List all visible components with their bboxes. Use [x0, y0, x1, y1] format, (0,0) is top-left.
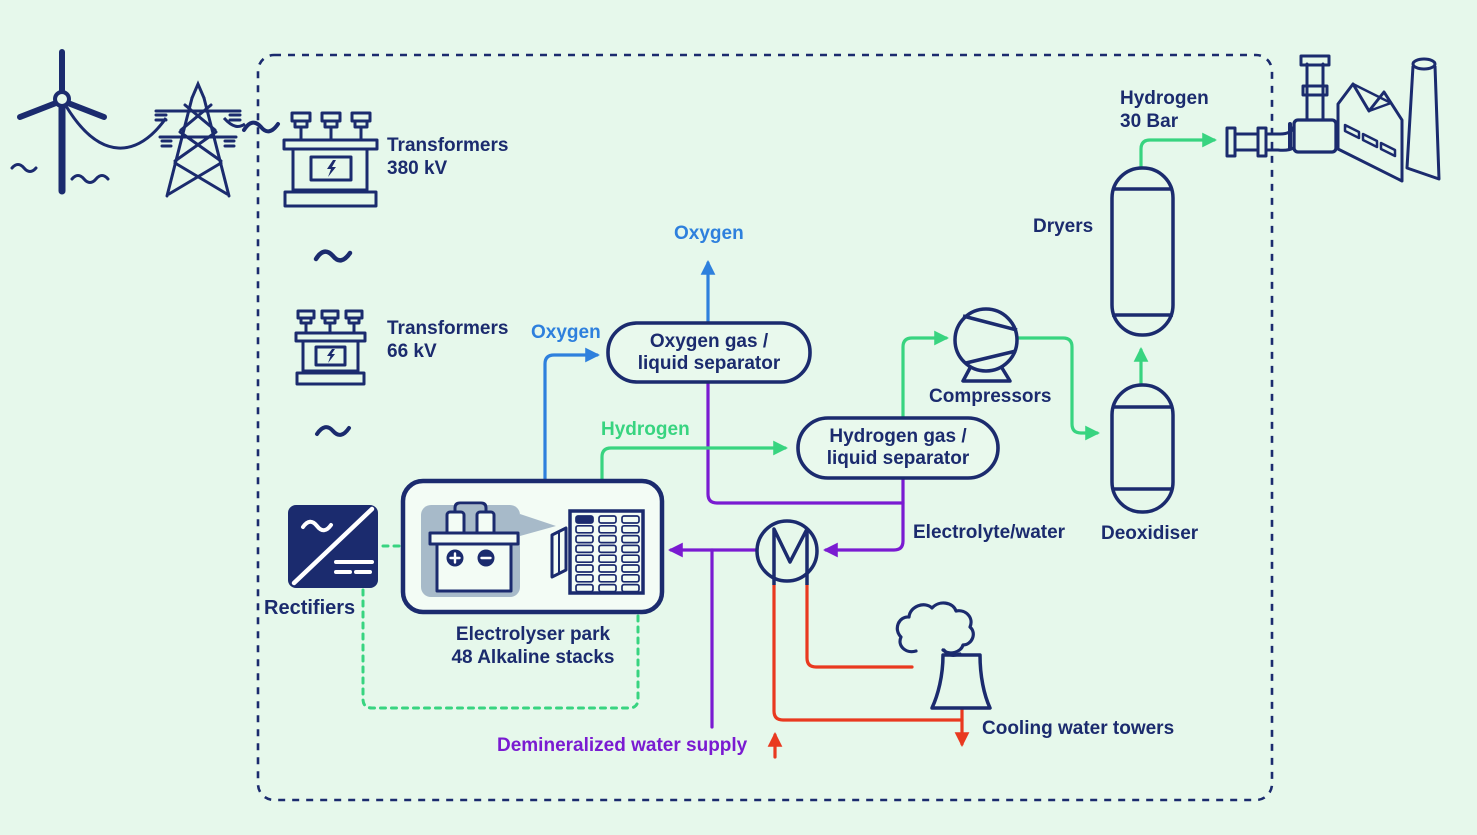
rectifier-icon — [288, 505, 378, 588]
dryers-to-pipeline-line — [1139, 132, 1217, 171]
wind-turbine-icon — [10, 49, 110, 195]
deoxidiser-vessel-icon — [1110, 383, 1175, 514]
oxygen-separator-label: Oxygen gas /liquid separator — [637, 330, 781, 374]
factory-icon — [1336, 57, 1441, 183]
cooling-hot-line — [805, 583, 914, 669]
power-cable-2 — [222, 116, 246, 128]
cooling-towers-label: Cooling water towers — [982, 718, 1175, 739]
rectifiers-label: Rectifiers — [264, 597, 356, 619]
ac-symbol-1 — [242, 120, 280, 134]
plant-boundary — [256, 53, 1274, 802]
heat-exchanger-icon — [755, 519, 819, 585]
dryer-vessel-icon — [1110, 166, 1175, 337]
pipeline-icon — [1225, 54, 1342, 158]
oxygen-feed-label: Oxygen — [531, 322, 601, 343]
oxygen-vent-label: Oxygen — [674, 223, 744, 244]
cooling-tower-icon — [895, 601, 992, 710]
compressor-to-deoxidiser-line — [1016, 336, 1100, 441]
compressor-icon — [953, 307, 1019, 383]
electrolyte-drain-oxygen-line — [706, 379, 905, 505]
ac-symbol-3 — [315, 425, 351, 437]
power-cable — [64, 105, 168, 150]
dryers-label: Dryers — [1033, 216, 1094, 237]
transformer-mv-icon — [294, 309, 367, 386]
stack-icon — [550, 509, 645, 595]
oxygen-separator-box — [606, 321, 812, 384]
demin-water-label: Demineralized water supply — [497, 735, 748, 756]
electrolyte-drain-hydrogen-line — [823, 475, 905, 558]
hydrogen-separator-label: Hydrogen gas /liquid separator — [826, 426, 970, 469]
electrolyser-park-box — [400, 478, 665, 615]
transformer-hv-icon — [282, 111, 379, 208]
hydrogen-separator-box — [796, 416, 1000, 480]
cooling-return-line — [772, 583, 964, 722]
electrolyte-water-label: Electrolyte/water — [913, 522, 1066, 543]
electrolysis-cell-icon — [428, 501, 520, 593]
transmission-tower-icon — [154, 80, 242, 198]
rectifier-dc-link-loop — [361, 588, 640, 710]
compressors-label: Compressors — [929, 386, 1052, 407]
ac-symbol-2 — [313, 249, 353, 263]
oxygen-feed-line — [543, 347, 600, 483]
deoxidiser-label: Deoxidiser — [1101, 523, 1199, 544]
hydrogen-feed-line — [600, 440, 788, 483]
hydrogen-to-compressor-line — [901, 330, 949, 420]
hydrogen-feed-label: Hydrogen — [601, 419, 690, 440]
